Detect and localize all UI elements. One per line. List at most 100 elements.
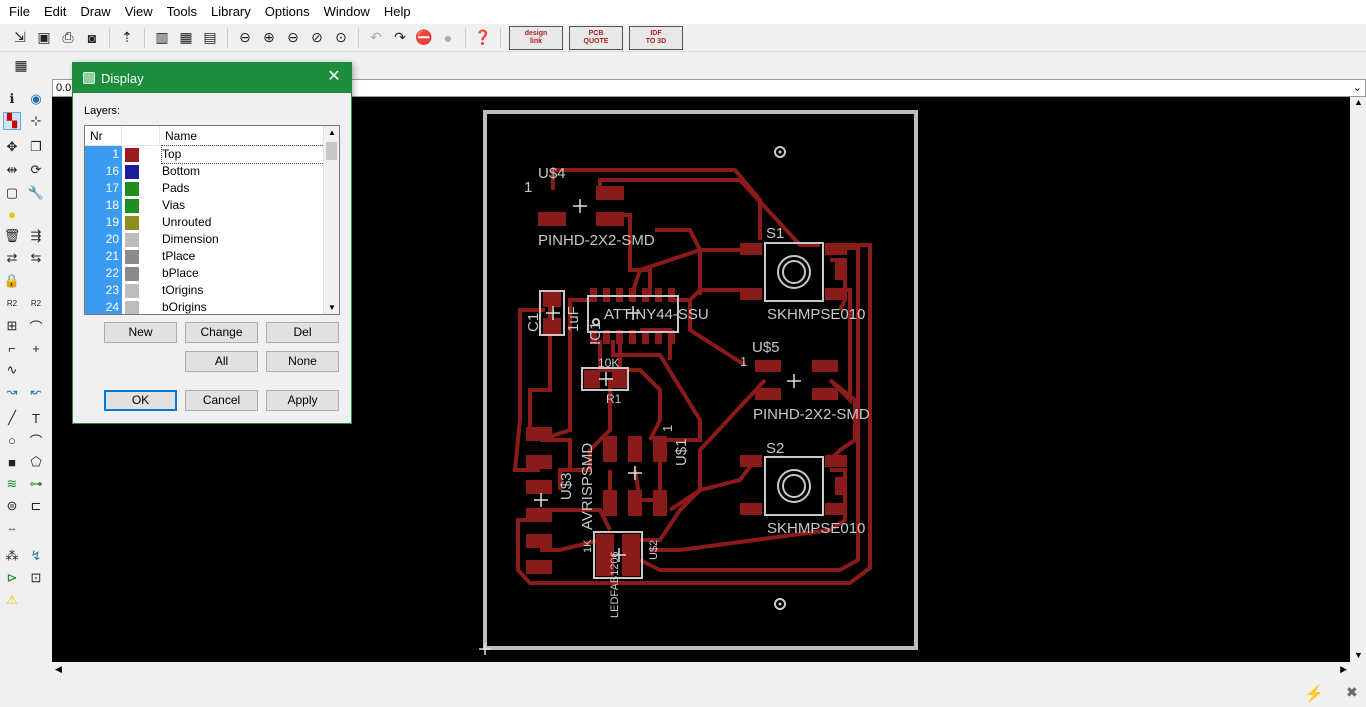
erc-icon[interactable]: ⊳ xyxy=(6,570,18,585)
polygon-icon[interactable]: ⬠ xyxy=(30,454,42,469)
command-line[interactable]: 0.0 ⌄ xyxy=(52,79,1366,97)
menu-tools[interactable]: Tools xyxy=(166,4,198,19)
wire-icon[interactable]: ╱ xyxy=(8,410,16,425)
script-icon[interactable]: ⇡ xyxy=(121,29,133,45)
scroll-up-icon[interactable]: ▲ xyxy=(328,128,336,137)
print-icon[interactable]: ⎙ xyxy=(62,29,74,45)
menu-draw[interactable]: Draw xyxy=(80,4,111,19)
redo-icon[interactable]: ↷ xyxy=(394,29,406,45)
pinswap-icon[interactable]: ⇆ xyxy=(30,250,42,265)
chevron-down-icon[interactable]: ⌄ xyxy=(1352,82,1362,94)
scroll-thumb[interactable] xyxy=(326,142,337,160)
scroll-right-icon[interactable]: ▶ xyxy=(1340,664,1347,674)
copy-icon[interactable]: ❐ xyxy=(30,139,42,154)
nr-column-header[interactable]: Nr xyxy=(85,126,122,145)
rotate-icon[interactable]: ⟳ xyxy=(30,162,42,177)
hole-icon[interactable]: ⊜ xyxy=(6,498,18,513)
move-icon[interactable]: ✥ xyxy=(6,139,18,154)
zoom-fit-icon[interactable]: ⊖ xyxy=(239,29,251,45)
attribute-icon[interactable]: ⊏ xyxy=(30,498,42,513)
schematic-icon[interactable]: ▦ xyxy=(179,29,193,45)
close-icon[interactable]: ✕ xyxy=(327,68,341,85)
meander-icon[interactable]: ∿ xyxy=(6,362,18,377)
none-button[interactable]: None xyxy=(266,351,339,372)
go-icon[interactable]: ● xyxy=(443,29,453,46)
layers-scrollbar[interactable]: ▲ ▼ xyxy=(323,126,339,314)
open-icon[interactable]: ⇲ xyxy=(14,29,26,45)
save-icon[interactable]: ▣ xyxy=(37,29,51,45)
cam-icon[interactable]: ◙ xyxy=(87,29,97,46)
drc-icon[interactable]: ⊡ xyxy=(30,570,42,585)
help-icon[interactable]: ❓ xyxy=(474,29,492,45)
mirror-icon[interactable]: ⇹ xyxy=(6,162,18,177)
menu-edit[interactable]: Edit xyxy=(43,4,67,19)
grid-icon[interactable]: ▦ xyxy=(14,56,28,73)
arc-icon[interactable]: ⌒ xyxy=(29,433,43,449)
dimension-icon[interactable]: ↔ xyxy=(7,522,17,534)
info-icon[interactable]: ℹ xyxy=(9,91,15,106)
split-icon[interactable]: ⌐ xyxy=(8,340,16,356)
undo-icon[interactable]: ↶ xyxy=(370,29,382,45)
circle-icon[interactable]: ○ xyxy=(8,432,16,448)
show-icon[interactable]: ◉ xyxy=(30,91,42,106)
menu-window[interactable]: Window xyxy=(323,4,370,19)
dialog-titlebar[interactable]: Display xyxy=(73,63,351,93)
cancel-button[interactable]: Cancel xyxy=(185,390,258,411)
menu-view[interactable]: View xyxy=(124,4,153,19)
menu-file[interactable]: File xyxy=(9,4,30,19)
new-button[interactable]: New xyxy=(104,322,177,343)
delete-icon[interactable]: 🗑 xyxy=(3,228,21,243)
scroll-up-icon[interactable]: ▲ xyxy=(1354,97,1363,107)
group-icon[interactable]: ▢ xyxy=(5,185,19,200)
value-icon[interactable]: R2 xyxy=(30,298,42,308)
zoom-out-icon[interactable]: ⊖ xyxy=(287,29,299,45)
name-column-header[interactable]: Name xyxy=(160,126,325,145)
zoom-select-icon[interactable]: ⊙ xyxy=(335,29,347,45)
menu-options[interactable]: Options xyxy=(264,4,310,19)
rect-icon[interactable]: ■ xyxy=(8,454,16,470)
vertical-scrollbar[interactable]: ▲ ▼ xyxy=(1350,97,1366,662)
scroll-down-icon[interactable]: ▼ xyxy=(1354,650,1363,660)
text-icon[interactable]: T xyxy=(32,410,40,426)
ripup-icon[interactable]: ↜ xyxy=(30,384,42,399)
horizontal-scrollbar[interactable]: ◀ ▶ xyxy=(52,662,1350,679)
library-icon[interactable]: ▤ xyxy=(203,29,217,45)
del-button[interactable]: Del xyxy=(266,322,339,343)
autorouter-icon[interactable]: ↯ xyxy=(30,548,42,563)
scroll-down-icon[interactable]: ▼ xyxy=(328,303,336,312)
stop-icon[interactable]: ⛔ xyxy=(415,29,433,45)
errors-icon[interactable]: ⚠ xyxy=(6,592,18,607)
name-icon[interactable]: R2 xyxy=(6,298,18,308)
change-button[interactable]: Change xyxy=(185,322,258,343)
signal-icon[interactable]: ⊶ xyxy=(29,476,43,491)
paste-icon[interactable]: ● xyxy=(8,206,16,222)
via-icon[interactable]: ≋ xyxy=(6,476,18,491)
all-button[interactable]: All xyxy=(185,351,258,372)
replace-icon[interactable]: ⇄ xyxy=(6,250,18,265)
zoom-in-icon[interactable]: ⊕ xyxy=(263,29,275,45)
miter-icon[interactable]: ⌒ xyxy=(29,319,43,335)
scroll-left-icon[interactable]: ◀ xyxy=(55,664,62,674)
drc-status-icon[interactable]: ⚡ xyxy=(1304,686,1324,703)
ratsnest-icon[interactable]: ⁂ xyxy=(5,548,19,563)
color-column-header[interactable] xyxy=(122,126,160,145)
apply-button[interactable]: Apply xyxy=(266,390,339,411)
route-icon[interactable]: ↝ xyxy=(6,384,18,399)
menu-help[interactable]: Help xyxy=(383,4,411,19)
lock-icon[interactable]: 🔒 xyxy=(3,273,21,288)
smash-icon[interactable]: ⊞ xyxy=(6,318,18,333)
menu-library[interactable]: Library xyxy=(211,4,251,19)
